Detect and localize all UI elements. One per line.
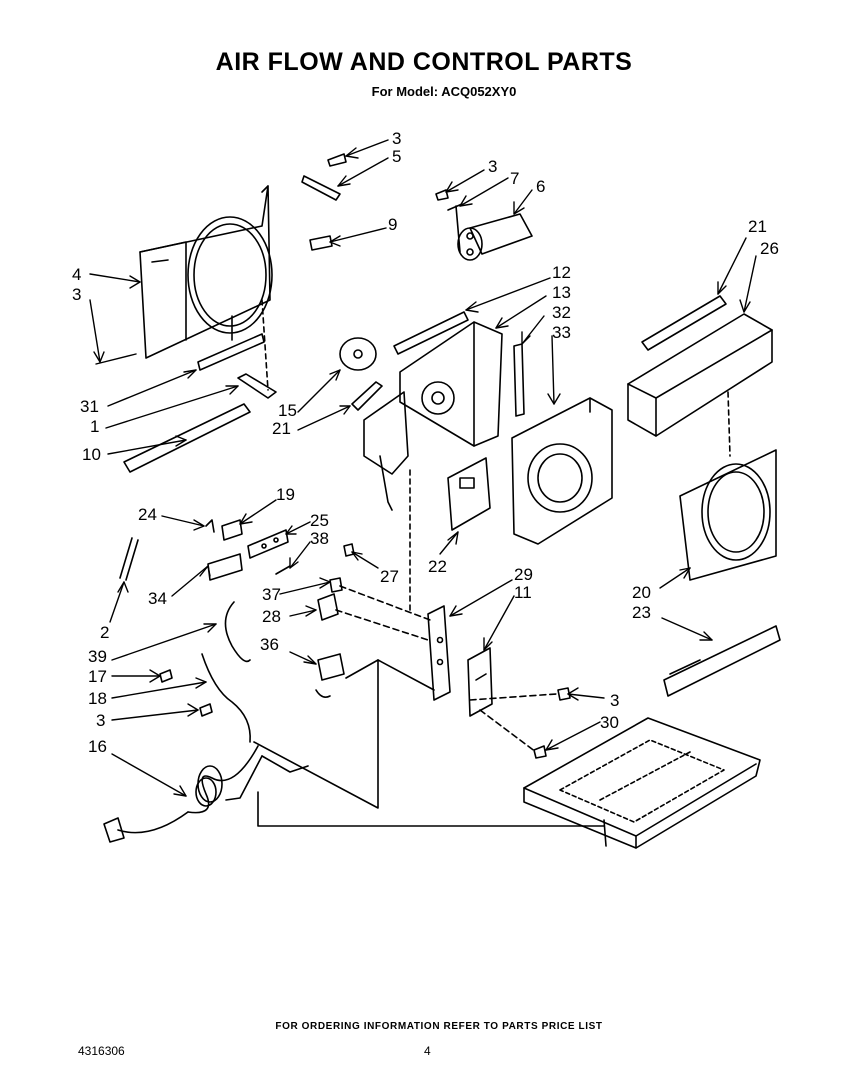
control-board-25 <box>247 529 289 559</box>
screw-17 <box>159 669 173 683</box>
fan-shroud-panel <box>139 185 273 359</box>
callout-24: 24 <box>138 505 157 524</box>
callout-18: 18 <box>88 689 107 708</box>
fan-blade-15 <box>339 337 377 371</box>
bracket-11 <box>467 647 493 717</box>
callout-21b: 21 <box>272 419 291 438</box>
wire-38 <box>275 565 291 575</box>
callout-16: 16 <box>88 737 107 756</box>
callout-labels: 3 5 3 7 6 9 4 3 21 26 12 13 32 33 31 1 1… <box>72 129 779 756</box>
label-19 <box>221 519 243 541</box>
foam-strip-21-center <box>351 381 383 411</box>
callout-12: 12 <box>552 263 571 282</box>
base-pan <box>523 717 761 849</box>
screw-3-right <box>557 687 571 701</box>
drain-strip-23 <box>663 625 781 697</box>
motor-mount-13 <box>399 321 503 447</box>
foam-strip-12 <box>393 311 469 355</box>
knob-27 <box>343 543 355 557</box>
callout-32: 32 <box>552 303 571 322</box>
callout-22: 22 <box>428 557 447 576</box>
callout-10: 10 <box>82 445 101 464</box>
callout-39: 39 <box>88 647 107 666</box>
page-number: 4 <box>424 1044 431 1058</box>
callout-28: 28 <box>262 607 281 626</box>
callout-4: 4 <box>72 265 81 284</box>
callout-1: 1 <box>90 417 99 436</box>
harness-39 <box>224 601 251 663</box>
callout-9: 9 <box>388 215 397 234</box>
callout-20: 20 <box>632 583 651 602</box>
panel-22 <box>447 457 491 531</box>
document-number: 4316306 <box>78 1044 125 1058</box>
callout-13: 13 <box>552 283 571 302</box>
callout-34: 34 <box>148 589 167 608</box>
clip-24 <box>205 519 215 533</box>
callout-17: 17 <box>88 667 107 686</box>
harness-18 <box>201 653 251 743</box>
callout-11: 11 <box>514 583 532 602</box>
callout-33: 33 <box>552 323 571 342</box>
clip-9 <box>309 235 333 251</box>
leader-lines <box>89 139 757 797</box>
foam-block-1 <box>237 373 277 399</box>
capacitor-6 <box>447 203 533 261</box>
callout-30: 30 <box>600 713 619 732</box>
switch-28 <box>317 593 339 621</box>
callout-3b: 3 <box>488 157 497 176</box>
callout-29: 29 <box>514 565 533 584</box>
callout-31: 31 <box>80 397 99 416</box>
hose-2 <box>119 537 139 581</box>
foam-strip-32 <box>513 343 525 417</box>
callout-26: 26 <box>760 239 779 258</box>
thermostat-36 <box>315 653 345 698</box>
bracket-5 <box>301 175 341 201</box>
decal-34 <box>207 553 243 581</box>
bracket-center <box>363 391 409 511</box>
page-title: AIR FLOW AND CONTROL PARTS <box>215 48 633 76</box>
callout-36: 36 <box>260 635 279 654</box>
foam-strip-31 <box>197 333 265 371</box>
scroll-housing-33 <box>511 397 613 545</box>
orifice-panel-20 <box>679 449 777 581</box>
screw-30 <box>533 745 547 759</box>
callout-27: 27 <box>380 567 399 586</box>
callout-19: 19 <box>276 485 295 504</box>
callout-3a: 3 <box>392 129 401 148</box>
screw-capacitor-3 <box>435 189 449 201</box>
callout-21a: 21 <box>748 217 767 236</box>
foam-strip-21-right <box>641 295 727 351</box>
callout-2: 2 <box>100 623 109 642</box>
discharge-duct-26 <box>627 313 773 437</box>
callout-5: 5 <box>392 147 401 166</box>
callout-3d: 3 <box>96 711 105 730</box>
callout-23: 23 <box>632 603 651 622</box>
control-bracket-29 <box>427 605 451 701</box>
callout-7: 7 <box>510 169 519 188</box>
callout-38: 38 <box>310 529 329 548</box>
callout-15: 15 <box>278 401 297 420</box>
screw-3-left <box>199 703 213 717</box>
switch-37 <box>329 577 343 593</box>
callout-3e: 3 <box>610 691 619 710</box>
model-subtitle: For Model: ACQ052XY0 <box>371 84 517 99</box>
callout-37: 37 <box>262 585 281 604</box>
ordering-note: FOR ORDERING INFORMATION REFER TO PARTS … <box>275 1021 603 1032</box>
power-cord-16 <box>103 745 309 843</box>
callout-3c: 3 <box>72 285 81 304</box>
foam-strip-10 <box>123 403 251 473</box>
callout-25: 25 <box>310 511 329 530</box>
screw-top-3 <box>327 153 347 167</box>
callout-6: 6 <box>536 177 545 196</box>
